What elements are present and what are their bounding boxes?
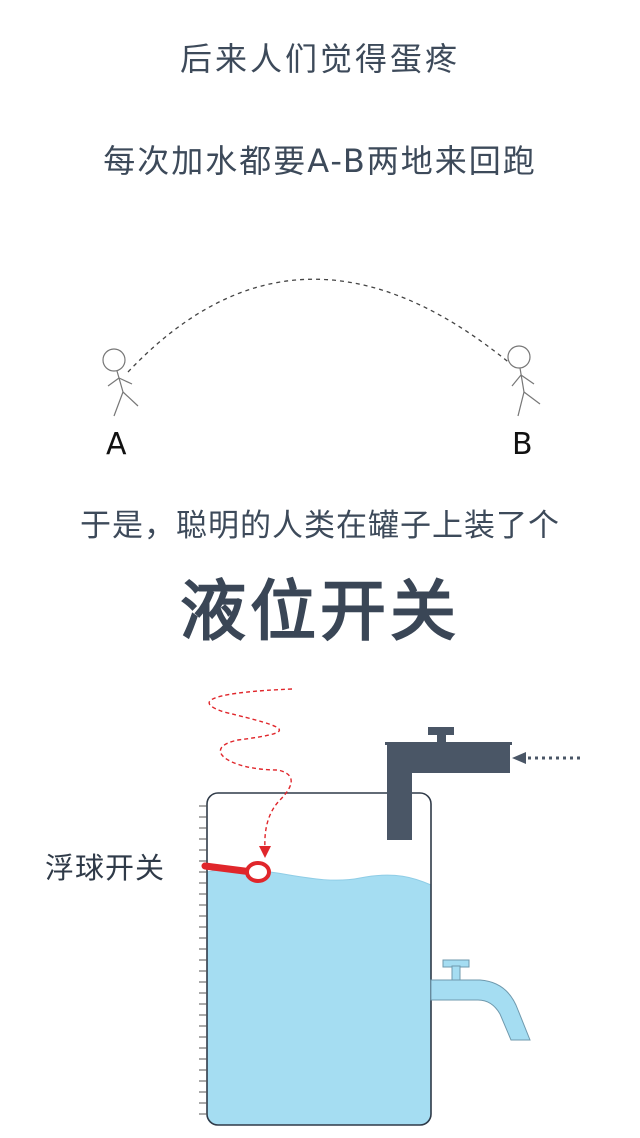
outlet-faucet [430,959,531,1041]
float-switch-label: 浮球开关 [45,851,166,885]
heading-level-switch: 液位开关 [180,573,460,650]
point-b-label: B [512,427,533,462]
inflow-arrow-icon [512,752,582,764]
stick-figure-a [102,348,139,417]
heading-run-between-a-b: 每次加水都要A-B两地来回跑 [103,142,537,180]
water-tank [199,792,432,1126]
red-pointer-arrow-icon [208,688,293,858]
dashed-travel-arc [127,278,513,373]
heading-clever-humans: 于是，聪明的人类在罐子上装了个 [80,508,560,544]
inlet-pipe [385,727,512,840]
stick-figure-b [507,345,541,417]
water-fill [207,868,431,1125]
point-a-label: A [106,427,127,462]
heading-later-people: 后来人们觉得蛋疼 [179,40,460,78]
float-switch [201,861,271,883]
level-scale [199,805,207,1115]
